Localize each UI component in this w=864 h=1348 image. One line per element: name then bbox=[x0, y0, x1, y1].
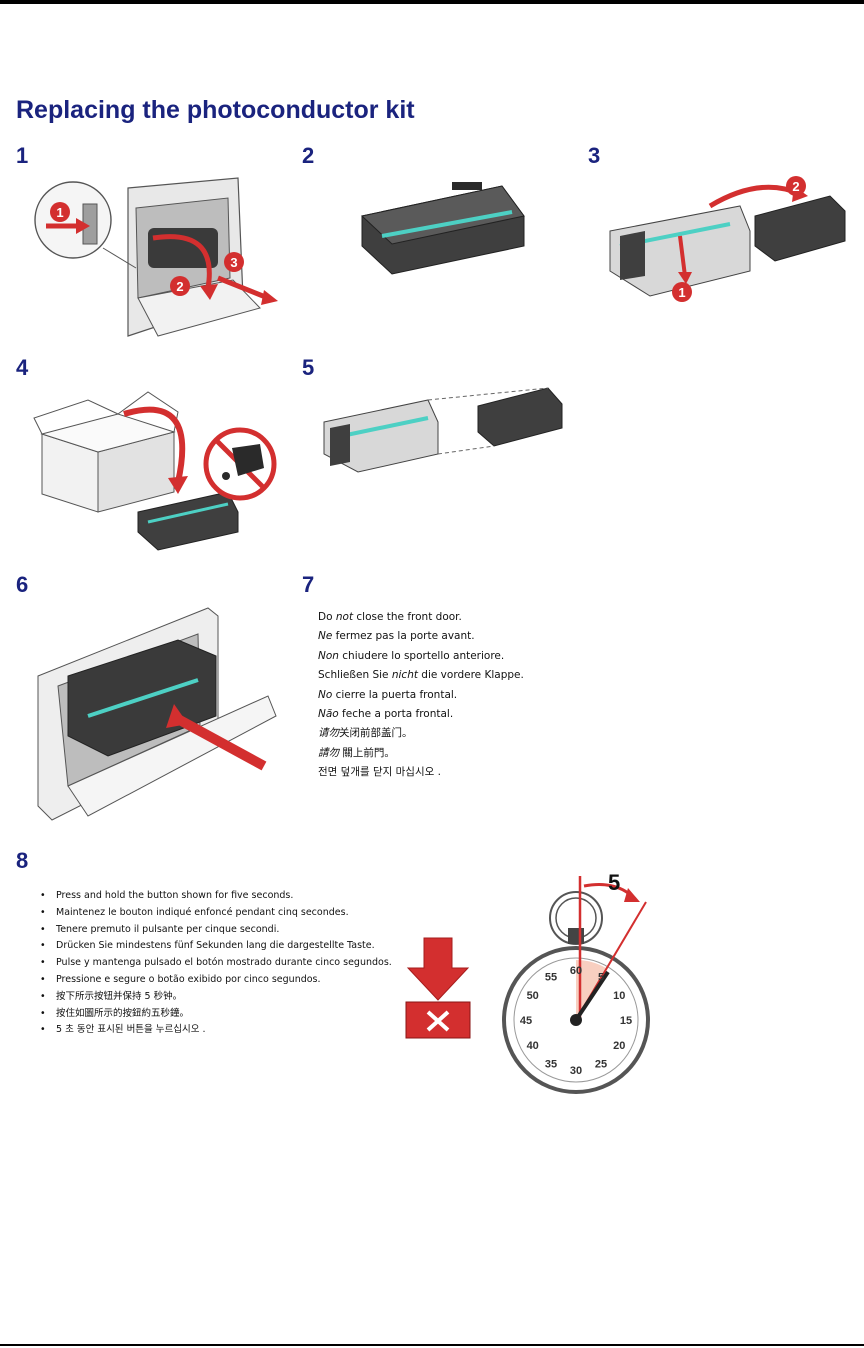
bottom-rule bbox=[0, 1344, 864, 1346]
step-number-8: 8 bbox=[16, 848, 29, 873]
step7-instructions: Do not close the front door. Ne fermez p… bbox=[318, 608, 578, 783]
list-item: Tenere premuto il pulsante per cinque se… bbox=[38, 922, 418, 939]
step3-illustration: 1 2 bbox=[609, 176, 846, 302]
step8-instructions: Press and hold the button shown for five… bbox=[38, 888, 418, 1039]
step7-line: No cierre la puerta frontal. bbox=[318, 688, 458, 701]
step7-line: Ne fermez pas la porte avant. bbox=[318, 630, 475, 643]
timer-label: 5 bbox=[608, 874, 620, 895]
dial-numbers: 60 5 10 15 20 25 30 35 40 45 50 55 bbox=[520, 965, 632, 1077]
list-item: Pulse y mantenga pulsado el botón mostra… bbox=[38, 955, 418, 972]
callout-2: 2 bbox=[176, 279, 183, 294]
list-item: 按下所示按钮并保持 5 秒钟。 bbox=[38, 989, 418, 1006]
step-number-4: 4 bbox=[16, 355, 29, 380]
callout-3: 3 bbox=[230, 255, 237, 270]
dial-number: 10 bbox=[613, 990, 625, 1002]
list-item: Press and hold the button shown for five… bbox=[38, 888, 418, 905]
page-title: Replacing the photoconductor kit bbox=[16, 96, 415, 124]
press-button-icon bbox=[405, 937, 471, 1039]
dial-number: 35 bbox=[545, 1058, 557, 1070]
step7-line: Non chiudere lo sportello anteriore. bbox=[318, 649, 505, 662]
list-item: 按住如圖所示的按鈕約五秒鐘。 bbox=[38, 1006, 418, 1023]
callout-1: 1 bbox=[56, 205, 63, 220]
step7-line: 请勿关闭前部盖门。 bbox=[318, 727, 413, 740]
step-number-2: 2 bbox=[302, 143, 315, 168]
step6-illustration bbox=[37, 607, 277, 821]
dial-number: 25 bbox=[595, 1058, 607, 1070]
dial-number: 40 bbox=[527, 1040, 539, 1052]
step2-illustration bbox=[360, 182, 525, 275]
dial-number: 20 bbox=[613, 1040, 625, 1052]
step1-illustration: 1 2 3 bbox=[34, 177, 278, 337]
dial-number: 55 bbox=[545, 972, 557, 984]
step-number-5: 5 bbox=[302, 355, 315, 380]
dial-number: 15 bbox=[620, 1015, 632, 1027]
dial-number: 60 bbox=[570, 965, 582, 977]
step4-illustration bbox=[33, 391, 277, 551]
list-item: Maintenez le bouton indiqué enfoncé pend… bbox=[38, 905, 418, 922]
stopwatch-icon: 5 60 5 10 15 20 25 30 35 40 45 50 55 bbox=[502, 874, 650, 1094]
dial-number: 50 bbox=[527, 990, 539, 1002]
step7-line: 請勿 關上前門。 bbox=[318, 746, 395, 759]
step7-line: Do not close the front door. bbox=[318, 611, 462, 623]
step5-illustration bbox=[323, 387, 563, 473]
step-number-1: 1 bbox=[16, 143, 29, 168]
dial-number: 5 bbox=[598, 972, 604, 984]
top-rule bbox=[0, 0, 864, 4]
dial-number: 45 bbox=[520, 1015, 532, 1027]
step7-line: 전면 덮개를 닫지 마십시오 . bbox=[318, 766, 441, 779]
list-item: Pressione e segure o botão exibido por c… bbox=[38, 972, 418, 989]
step3-callout-1: 1 bbox=[678, 285, 685, 300]
step3-callout-2: 2 bbox=[792, 179, 799, 194]
step-number-3: 3 bbox=[588, 143, 601, 168]
list-item: 5 초 동안 표시된 버튼을 누르십시오 . bbox=[38, 1022, 418, 1039]
step7-line: Schließen Sie nicht die vordere Klappe. bbox=[318, 669, 524, 682]
step7-line: Não feche a porta frontal. bbox=[318, 708, 454, 721]
dial-number: 30 bbox=[570, 1065, 582, 1077]
step-number-6: 6 bbox=[16, 572, 29, 597]
step-number-7: 7 bbox=[302, 572, 315, 597]
list-item: Drücken Sie mindestens fünf Sekunden lan… bbox=[38, 938, 418, 955]
